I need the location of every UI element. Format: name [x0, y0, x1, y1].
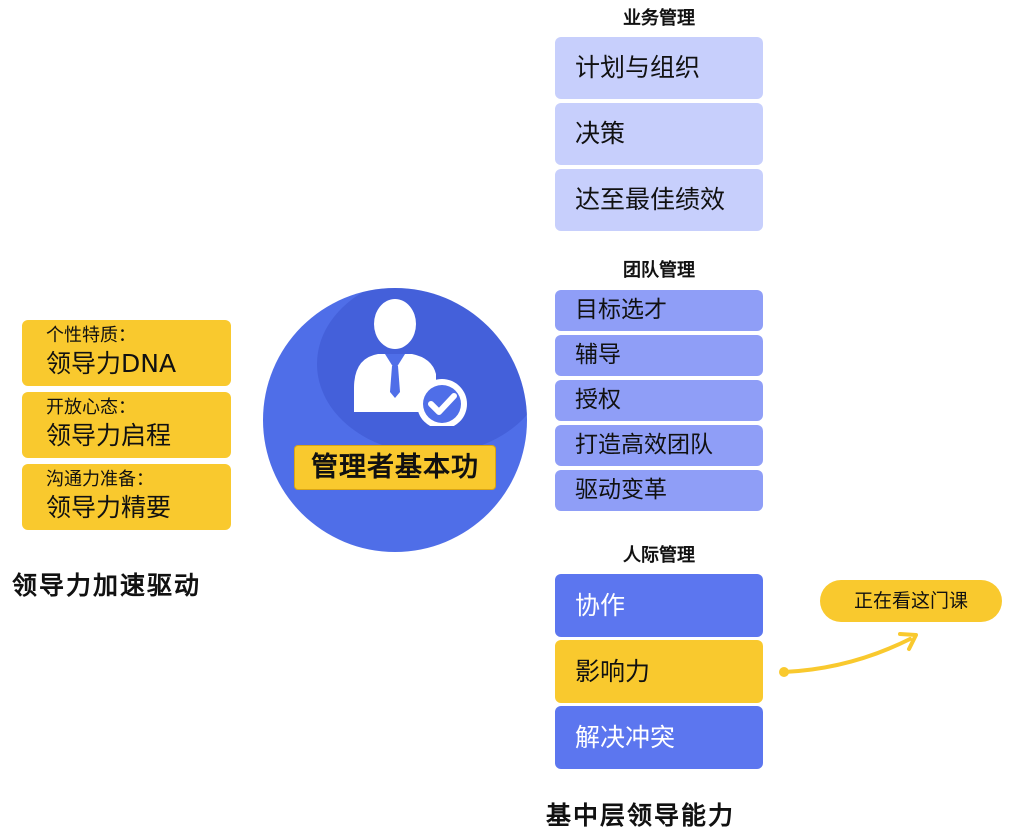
- item-decision[interactable]: 决策: [555, 103, 763, 165]
- now-watching-badge[interactable]: 正在看这门课: [820, 580, 1002, 622]
- card-personality[interactable]: 个性特质： 领导力DNA: [22, 320, 231, 386]
- section-title-people: 人际管理: [623, 545, 695, 566]
- item-collaboration[interactable]: 协作: [555, 574, 763, 637]
- section-title-team: 团队管理: [623, 260, 695, 281]
- item-plan-organize[interactable]: 计划与组织: [555, 37, 763, 99]
- item-efficient-team[interactable]: 打造高效团队: [555, 425, 763, 466]
- item-empower[interactable]: 授权: [555, 380, 763, 421]
- card-personality-main: 领导力DNA: [46, 349, 177, 378]
- item-best-performance[interactable]: 达至最佳绩效: [555, 169, 763, 231]
- card-communication-main: 领导力精要: [46, 493, 172, 522]
- item-coaching[interactable]: 辅导: [555, 335, 763, 376]
- card-communication-sub: 沟通力准备：: [46, 469, 154, 490]
- left-caption: 领导力加速驱动: [12, 571, 202, 600]
- item-resolve-conflict[interactable]: 解决冲突: [555, 706, 763, 769]
- item-influence[interactable]: 影响力: [555, 640, 763, 703]
- item-goal-talent[interactable]: 目标选才: [555, 290, 763, 331]
- item-drive-change[interactable]: 驱动变革: [555, 470, 763, 511]
- section-title-business: 业务管理: [623, 8, 695, 29]
- card-open-mind-sub: 开放心态：: [46, 397, 136, 418]
- callout-arrow: [779, 632, 918, 677]
- bottom-caption: 基中层领导能力: [546, 801, 736, 830]
- card-communication[interactable]: 沟通力准备： 领导力精要: [22, 464, 231, 530]
- card-open-mind-main: 领导力启程: [46, 421, 172, 450]
- card-personality-sub: 个性特质：: [46, 325, 136, 346]
- center-label: 管理者基本功: [294, 445, 496, 490]
- card-open-mind[interactable]: 开放心态： 领导力启程: [22, 392, 231, 458]
- manager-check-icon: [354, 299, 467, 426]
